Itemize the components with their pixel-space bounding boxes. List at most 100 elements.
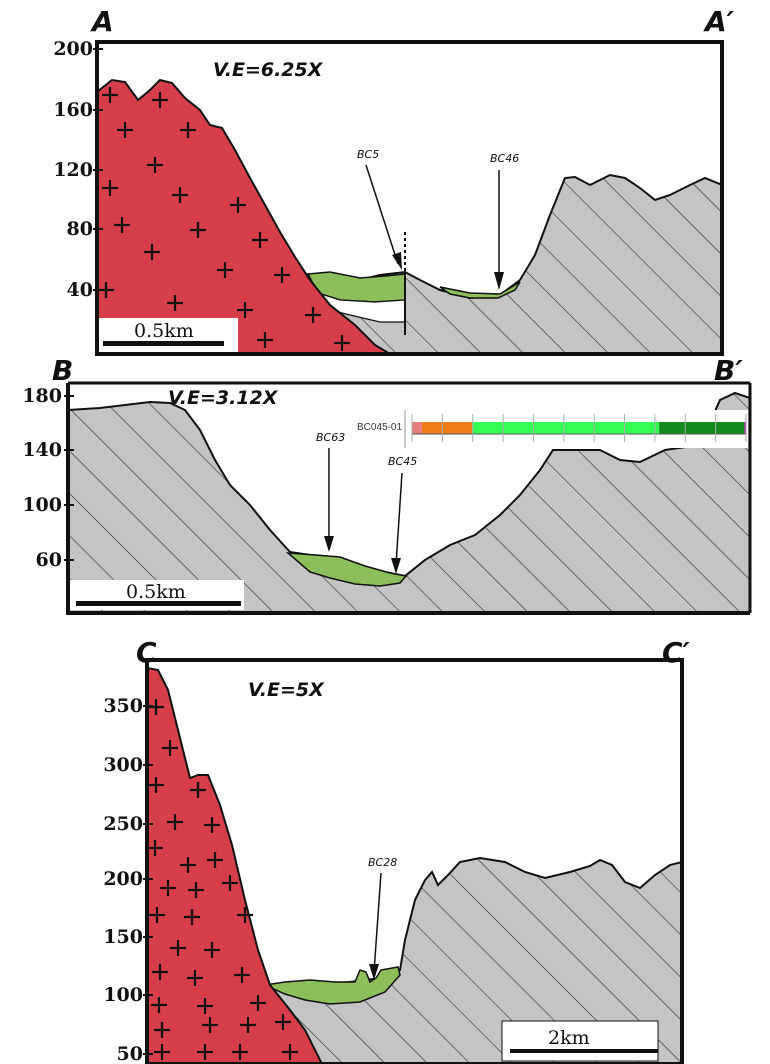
- granite-cross: [180, 122, 196, 138]
- granite-cross: [275, 1014, 291, 1030]
- scale-bar-box-c: [501, 1020, 659, 1062]
- arrowhead-bc28: [369, 964, 379, 980]
- corner-label-b-prime: B′: [714, 354, 743, 387]
- granite-cross: [170, 940, 186, 956]
- granite-cross: [197, 1044, 213, 1060]
- panel-b: 180 140 100 60 B B′ V.E=3.12X BC63 BC45 BC0…: [22, 354, 752, 615]
- frame-c: [145, 658, 684, 1064]
- scale-bar-label-a: 0.5km: [134, 320, 194, 342]
- granite-cross: [151, 997, 167, 1013]
- granite-crosses-a: [98, 87, 350, 351]
- granite-cross: [274, 267, 290, 283]
- y-tick-label: 300: [103, 754, 143, 776]
- scale-bar-b: [76, 601, 241, 606]
- arrowhead-bc46: [494, 272, 504, 290]
- core-log-segment: [412, 422, 423, 434]
- y-tick-label: 40: [67, 279, 93, 301]
- granite-cross: [144, 244, 160, 260]
- y-tick-label: 100: [103, 984, 143, 1006]
- granite-cross: [190, 222, 206, 238]
- y-tick-label: 180: [22, 385, 62, 407]
- granite-cross: [167, 295, 183, 311]
- vertical-exaggeration-a: V.E=6.25X: [213, 59, 324, 81]
- scale-bar-a: [103, 341, 224, 346]
- granite-cross: [234, 967, 250, 983]
- granite-cross: [154, 1044, 170, 1060]
- sample-label-bc63: BC63: [316, 431, 345, 444]
- granite-cross: [217, 262, 233, 278]
- y-tick-label: 140: [22, 439, 62, 461]
- granite-cross: [162, 740, 178, 756]
- arrowhead-bc5: [392, 252, 402, 270]
- scale-bar-label-c: 2km: [548, 1027, 590, 1049]
- y-tick-label: 200: [53, 38, 93, 60]
- granite-a: [97, 78, 392, 354]
- granite-cross: [257, 332, 273, 348]
- granite-cross: [172, 187, 188, 203]
- sample-label-bc45: BC45: [388, 455, 417, 468]
- y-tick-label: 150: [103, 926, 143, 948]
- vertical-exaggeration-c: V.E=5X: [248, 679, 325, 701]
- granite-cross: [282, 1044, 298, 1060]
- y-tick-label: 250: [103, 813, 143, 835]
- core-log-segment: [472, 422, 660, 434]
- y-tick-label: 100: [22, 494, 62, 516]
- granite-cross: [180, 857, 196, 873]
- granite-cross: [204, 942, 220, 958]
- y-tick-label: 160: [53, 99, 93, 121]
- core-log-segment: [422, 422, 473, 434]
- core-log-label: BC045-01: [357, 422, 402, 433]
- granite-cross: [237, 302, 253, 318]
- corner-label-b: B: [52, 354, 73, 387]
- scale-bar-label-b: 0.5km: [126, 581, 186, 603]
- granite-cross: [147, 157, 163, 173]
- y-tick-label: 200: [103, 868, 143, 890]
- frame-a: [95, 40, 724, 356]
- granite-cross: [147, 840, 163, 856]
- granite-cross: [102, 87, 118, 103]
- granite-cross: [204, 817, 220, 833]
- granite-cross: [167, 814, 183, 830]
- scale-bar-box-a: [99, 318, 238, 352]
- granite-cross: [149, 907, 165, 923]
- granite-cross: [334, 335, 350, 351]
- core-log-segment: [744, 422, 747, 434]
- granite-cross: [160, 880, 176, 896]
- corner-label-c: C: [136, 636, 157, 669]
- y-tick-label: 80: [67, 218, 93, 240]
- y-tick-label: 50: [117, 1043, 143, 1064]
- granite-cross: [114, 217, 130, 233]
- corner-label-a: A: [90, 5, 114, 38]
- sample-label-bc46: BC46: [490, 152, 519, 165]
- y-tick-label: 350: [103, 695, 143, 717]
- granite-cross: [190, 782, 206, 798]
- granite-cross: [240, 1017, 256, 1033]
- arrowhead-bc63: [324, 536, 334, 552]
- arrowhead-bc45: [391, 558, 401, 574]
- y-tick-label: 60: [36, 549, 62, 571]
- granite-cross: [187, 970, 203, 986]
- corner-label-a-prime: A′: [703, 5, 735, 38]
- sample-arrow-bc28: [373, 872, 382, 973]
- granite-crosses-c: [147, 699, 298, 1060]
- granite-cross: [152, 964, 168, 980]
- scale-bar-c: [510, 1049, 658, 1053]
- granite-cross: [252, 232, 268, 248]
- granite-c: [147, 666, 324, 1064]
- frame-b: [66, 383, 750, 615]
- granite-cross: [188, 882, 204, 898]
- y-axis-ticks-c: 350 300 250 200 150 100 50: [103, 695, 153, 1064]
- granite-cross: [117, 122, 133, 138]
- sample-arrow-bc45: [395, 472, 403, 566]
- granite-cross: [230, 197, 246, 213]
- granite-cross: [152, 92, 168, 108]
- sediment-a2: [439, 281, 521, 299]
- granite-cross: [184, 909, 200, 925]
- vertical-exaggeration-b: V.E=3.12X: [168, 387, 279, 409]
- granite-cross: [222, 875, 238, 891]
- sample-label-bc28: BC28: [368, 856, 397, 869]
